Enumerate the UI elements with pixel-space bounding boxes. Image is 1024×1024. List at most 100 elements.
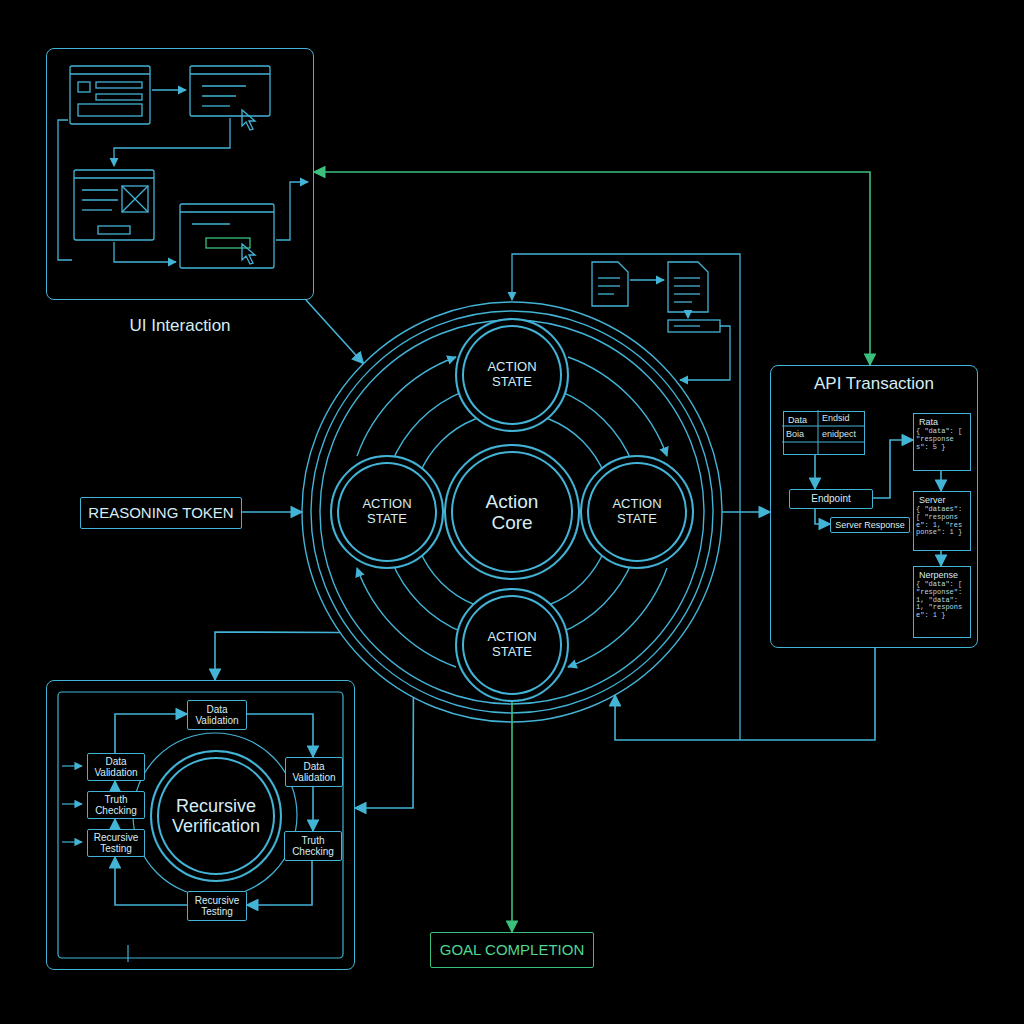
node-text: Data Validation — [192, 704, 242, 726]
connector — [314, 172, 870, 365]
ui-windows — [122, 186, 148, 212]
ui-windows — [82, 209, 112, 210]
ui-windows — [82, 189, 118, 190]
connector — [312, 787, 314, 831]
table-cell: Endsid — [822, 413, 850, 423]
node-text: Server Response — [835, 520, 905, 530]
connector — [355, 697, 413, 808]
connector — [722, 511, 770, 513]
node-text: ACTION STATE — [472, 360, 552, 389]
core-rings — [320, 320, 704, 704]
connector — [940, 551, 942, 566]
ui-windows — [180, 211, 274, 212]
connector — [247, 714, 313, 757]
verification-circle: Recursive Verification — [150, 750, 282, 882]
ui-windows — [96, 94, 142, 100]
ui-windows — [190, 66, 270, 116]
connector — [940, 471, 942, 491]
connector — [215, 632, 340, 680]
data-table-grid — [818, 410, 819, 454]
core-rings — [357, 357, 456, 456]
ui-windows — [202, 85, 246, 86]
node-text: Action Core — [471, 491, 553, 534]
verification-frame — [58, 692, 343, 958]
endpoint-box: Endpoint — [789, 489, 873, 509]
ui-windows — [74, 177, 154, 178]
verification-frame — [133, 733, 297, 897]
document-icons — [687, 313, 688, 318]
node-text: API Transaction — [814, 374, 934, 393]
verification-frame — [62, 803, 82, 804]
ui-windows — [180, 204, 274, 268]
connector — [114, 781, 116, 791]
ui-windows — [190, 73, 270, 74]
verification-frame — [127, 945, 128, 962]
data-table-grid — [782, 442, 864, 443]
document-icons — [668, 320, 720, 332]
connector — [814, 455, 816, 489]
document-icons — [668, 262, 708, 312]
node-text: ACTION STATE — [597, 497, 677, 526]
ui-windows — [122, 186, 148, 212]
table-cell: Boia — [786, 429, 804, 439]
document-icons — [592, 262, 628, 306]
ui-windows — [152, 89, 186, 90]
verification-frame — [62, 765, 82, 766]
data-table-grid — [782, 426, 864, 427]
check-box: Truth Checking — [284, 831, 342, 861]
goal-box: GOAL COMPLETION — [430, 932, 594, 968]
ui-windows — [96, 82, 142, 88]
document-icons — [674, 285, 700, 286]
check-box: Data Validation — [87, 753, 145, 781]
node-text: Recursive Testing — [92, 832, 140, 854]
node-text: Nerpense — [919, 570, 958, 580]
connector — [615, 648, 875, 740]
check-box: Recursive Testing — [187, 891, 247, 921]
ui-windows — [192, 223, 230, 224]
document-icons — [674, 301, 692, 302]
document-icons — [674, 325, 700, 326]
token-box: REASONING TOKEN — [80, 497, 242, 529]
ui-windows — [70, 66, 150, 124]
ui-windows — [202, 105, 230, 106]
ui-windows — [78, 104, 142, 116]
connector — [306, 300, 364, 364]
ui-windows — [98, 226, 130, 234]
action-state: ACTION STATE — [330, 455, 444, 569]
node-text: Data — [788, 415, 807, 425]
action-state: ACTION STATE — [455, 588, 569, 702]
node-text: Recursive Testing — [192, 895, 242, 917]
core-rings — [568, 357, 667, 456]
document-icons — [598, 277, 620, 278]
verification-panel: Recursive VerificationData ValidationDat… — [46, 680, 355, 970]
check-box: Truth Checking — [87, 791, 145, 819]
document-icons — [598, 285, 620, 286]
core-rings — [311, 311, 713, 713]
data-table-grid — [782, 410, 864, 454]
node-text: REASONING TOKEN — [88, 505, 233, 522]
action-core: Action Core — [444, 444, 580, 580]
check-box: Data Validation — [187, 700, 247, 730]
node-text: ACTION STATE — [472, 630, 552, 659]
node-text: GOAL COMPLETION — [440, 942, 584, 959]
ui-panel: UI Interaction — [46, 48, 314, 300]
verification-frame — [62, 841, 82, 842]
ui-windows — [242, 110, 255, 130]
json-text: { "data": [ "responses": 5 } — [916, 428, 966, 451]
connector — [242, 511, 302, 513]
verification-frame — [58, 692, 343, 962]
node-text: Data Validation — [290, 761, 338, 783]
json-text: { "dataes": [ "response": 1, "response":… — [916, 506, 966, 537]
node-text: Server — [919, 495, 946, 505]
connector — [511, 702, 513, 932]
ui-windows — [114, 242, 176, 262]
response-box: Server Response — [830, 517, 910, 533]
action-state: ACTION STATE — [580, 455, 694, 569]
node-text: Recursive Verification — [165, 796, 268, 836]
ui-windows — [70, 73, 150, 74]
ui-windows — [74, 170, 154, 240]
ui-windows — [276, 182, 308, 240]
node-text: Rata — [919, 417, 938, 427]
connector — [815, 509, 830, 524]
